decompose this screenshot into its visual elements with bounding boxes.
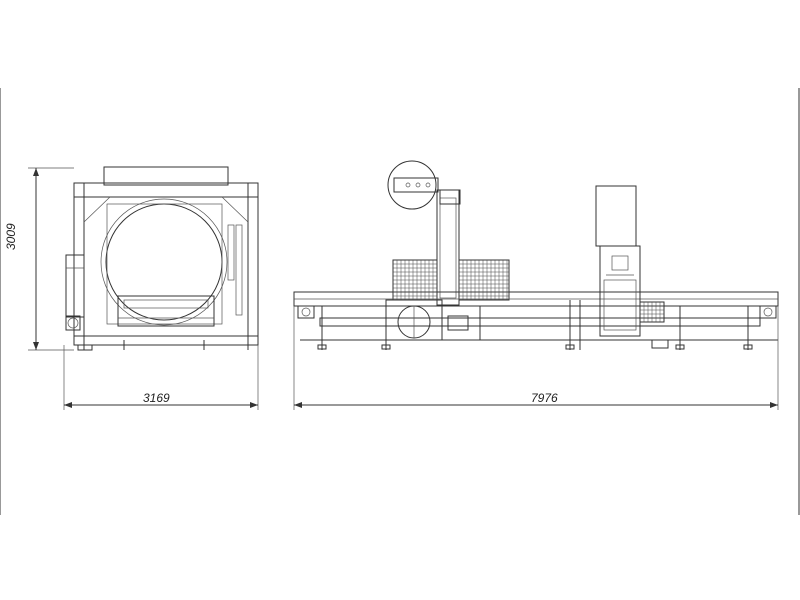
front-length-dimension-label: 7976 (531, 391, 558, 405)
height-dimension-label: 3009 (4, 223, 18, 250)
side-width-dimension-label: 3169 (143, 391, 170, 405)
front-view-machine (293, 160, 779, 350)
side-view-dimension-lines (28, 167, 259, 410)
side-view-machine (65, 166, 259, 351)
grid-patterns (393, 260, 664, 322)
cabinet-hood (595, 185, 637, 247)
front-view-dimension-lines (293, 306, 779, 410)
control-cabinet (599, 245, 641, 337)
